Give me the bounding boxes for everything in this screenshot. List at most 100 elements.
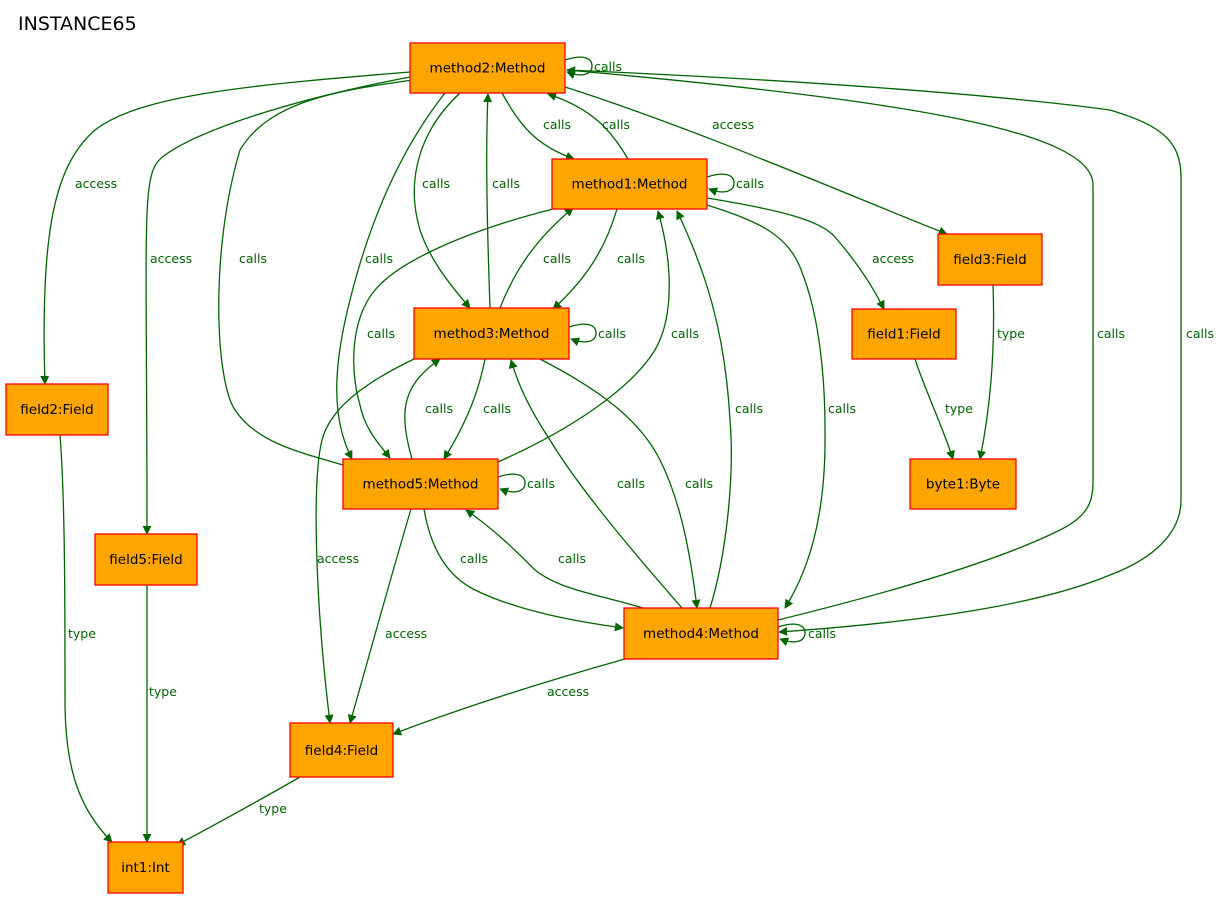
node-box (909, 458, 1017, 510)
edge-method5-method2 (218, 75, 421, 466)
edge-method2-self (564, 56, 593, 80)
edge-label: calls (239, 251, 267, 266)
node-label: method5:Method (363, 477, 479, 493)
edge-label: calls (1186, 326, 1214, 341)
edge-method5-method1 (497, 210, 670, 463)
edge-label: calls (617, 251, 645, 266)
node-method5[interactable]: method5:Method (342, 458, 499, 510)
node-byte1[interactable]: byte1:Byte (909, 458, 1017, 510)
edge-label: calls (543, 251, 571, 266)
edges: calls calls calls access access access c… (40, 56, 1214, 846)
node-box (623, 607, 779, 660)
edge-method4-method1 (676, 210, 732, 609)
edge-method2-method4 (566, 69, 1182, 636)
edge-label: calls (735, 401, 763, 416)
edge-method2-method1 (501, 92, 575, 161)
edge-label: type (259, 801, 287, 816)
edge-label: calls (602, 117, 630, 132)
edge-label: access (547, 684, 589, 699)
node-method2[interactable]: method2:Method (409, 42, 566, 94)
nodes: method2:Method method1:Method method3:Me… (5, 42, 1043, 894)
edge-field3-byte1 (977, 284, 995, 460)
node-int1[interactable]: int1:Int (107, 841, 184, 894)
edge-field2-int1 (59, 434, 113, 843)
edge-method2-method5 (336, 92, 446, 460)
edge-label: calls (492, 176, 520, 191)
edge-label: calls (558, 551, 586, 566)
edge-label: access (150, 251, 192, 266)
node-method1[interactable]: method1:Method (551, 158, 708, 210)
edge-method4-field4 (392, 658, 626, 736)
edge-label: calls (422, 176, 450, 191)
node-field1[interactable]: field1:Field (851, 308, 957, 360)
node-label: int1:Int (121, 860, 170, 876)
edge-label: calls (736, 176, 764, 191)
edge-method5-self (497, 473, 526, 497)
edge-label: calls (460, 551, 488, 566)
edge-method2-method3 (413, 92, 471, 309)
edge-label: calls (594, 59, 622, 74)
edge-label: calls (671, 326, 699, 341)
node-label: method1:Method (572, 177, 688, 193)
edge-method5-method4 (423, 508, 624, 632)
node-field3[interactable]: field3:Field (937, 233, 1043, 286)
edge-label: access (385, 626, 427, 641)
node-label: method3:Method (434, 326, 550, 342)
edge-label: type (68, 626, 96, 641)
edge-method4-method5 (465, 509, 644, 609)
edge-method3-method1 (499, 207, 574, 309)
edge-label: calls (617, 476, 645, 491)
edge-label: calls (1097, 326, 1125, 341)
edge-label: calls (425, 401, 453, 416)
node-label: field4:Field (305, 743, 378, 759)
edge-method3-method5 (443, 358, 486, 460)
node-method4[interactable]: method4:Method (623, 607, 779, 660)
node-label: method4:Method (643, 626, 759, 642)
node-box (551, 158, 708, 210)
node-box (94, 533, 198, 586)
edge-label: calls (685, 476, 713, 491)
edge-method4-self (777, 623, 806, 647)
node-label: field1:Field (867, 327, 940, 343)
edge-method2-field2 (40, 71, 411, 385)
node-label: field2:Field (20, 402, 93, 418)
edge-label: calls (543, 117, 571, 132)
edge-method2-field5 (142, 76, 411, 535)
edge-method5-field4 (347, 508, 412, 724)
edge-label: calls (367, 326, 395, 341)
edge-method1-method3 (552, 208, 618, 310)
edge-method3-self (568, 323, 597, 347)
node-box (851, 308, 957, 360)
edge-method2-field3 (564, 86, 948, 236)
edge-field1-byte1 (914, 358, 955, 460)
node-box (409, 42, 566, 94)
node-field4[interactable]: field4:Field (289, 722, 394, 778)
edge-method1-field1 (706, 197, 885, 310)
edge-label: calls (527, 476, 555, 491)
edge-label: access (872, 251, 914, 266)
node-box (342, 458, 499, 510)
node-label: byte1:Byte (926, 477, 1000, 493)
edge-label: type (997, 326, 1025, 341)
node-box (107, 841, 184, 894)
edge-label: calls (598, 326, 626, 341)
edge-method1-method2 (547, 92, 629, 160)
edge-label: access (317, 551, 359, 566)
node-box (5, 383, 109, 436)
node-field5[interactable]: field5:Field (94, 533, 198, 586)
node-label: field3:Field (953, 252, 1026, 268)
edge-label: calls (365, 251, 393, 266)
edge-method1-method5 (353, 208, 554, 459)
edge-method3-method4 (539, 358, 701, 609)
edge-label: calls (483, 401, 511, 416)
edge-method3-field4 (315, 358, 415, 724)
edge-label: type (945, 401, 973, 416)
edge-method3-method2 (483, 93, 493, 309)
edge-method1-method4 (706, 204, 826, 609)
node-method3[interactable]: method3:Method (413, 307, 570, 360)
node-field2[interactable]: field2:Field (5, 383, 109, 436)
edge-label: type (149, 684, 177, 699)
edge-label: access (712, 117, 754, 132)
edge-label: access (75, 176, 117, 191)
